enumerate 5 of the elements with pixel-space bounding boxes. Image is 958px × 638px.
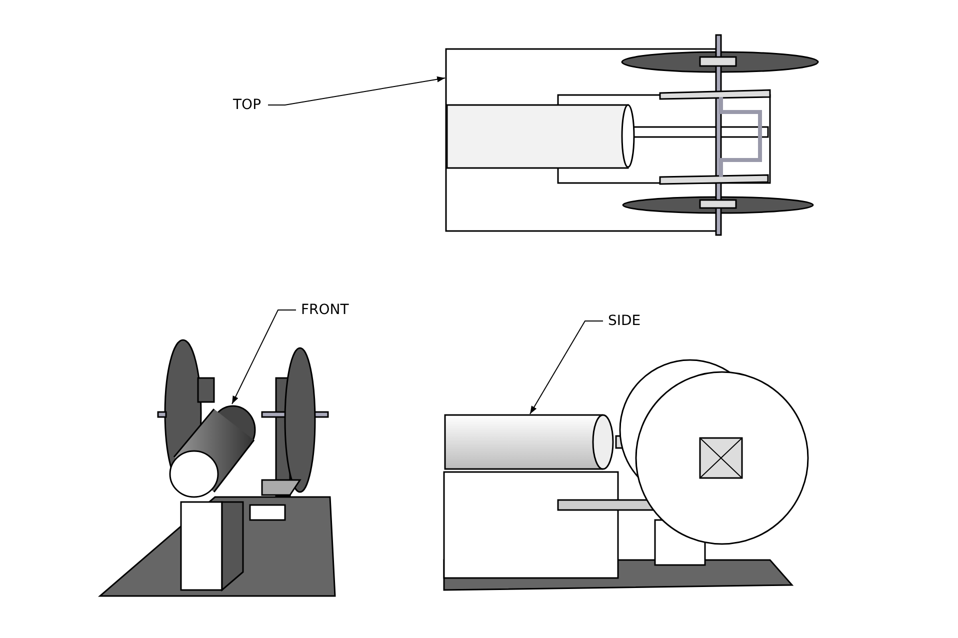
top-view-drawing bbox=[445, 33, 820, 237]
cylinder bbox=[444, 414, 614, 470]
leader-line bbox=[530, 320, 604, 414]
leader-line bbox=[268, 76, 446, 106]
leader-line bbox=[232, 310, 296, 404]
